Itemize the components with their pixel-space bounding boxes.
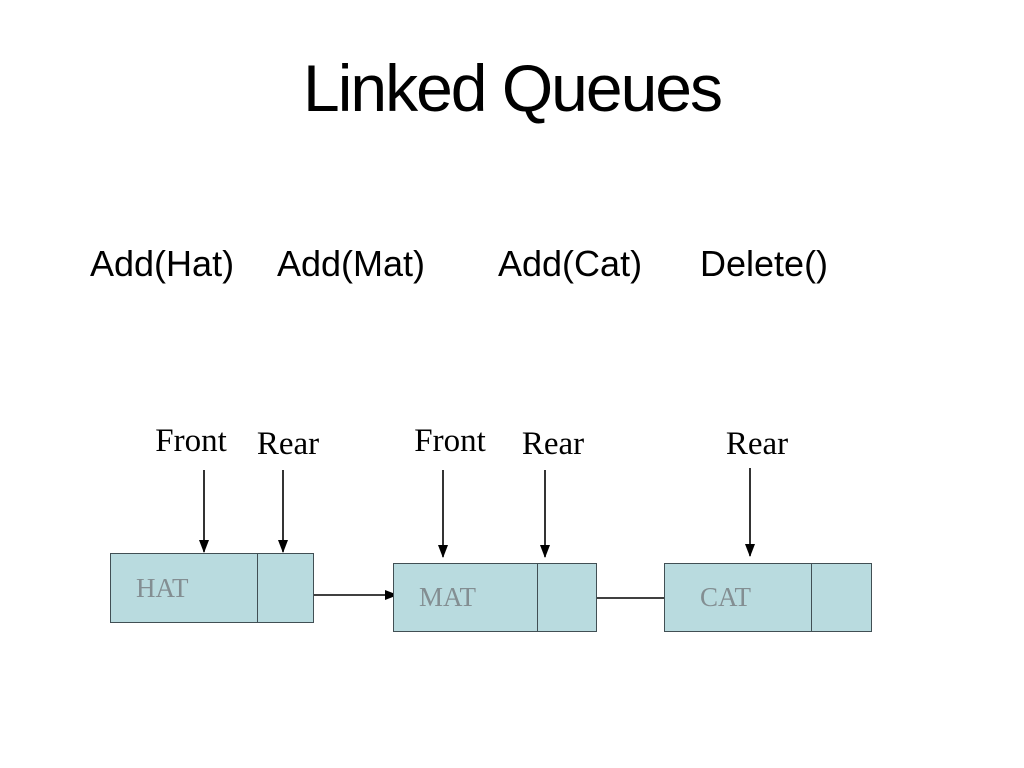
node-cat-pointer-cell bbox=[811, 564, 871, 631]
operation-add-mat: Add(Mat) bbox=[277, 243, 426, 284]
node-mat: MAT bbox=[393, 563, 597, 632]
node-mat-data-cell: MAT bbox=[394, 564, 537, 631]
node-cat-data-cell: CAT bbox=[665, 564, 811, 631]
node-hat-pointer-cell bbox=[257, 554, 313, 622]
rear-label-queue1: Rear bbox=[256, 426, 320, 462]
front-label-queue1: Front bbox=[155, 423, 227, 459]
front-label-queue2: Front bbox=[414, 423, 486, 459]
rear-label-queue3: Rear bbox=[725, 426, 789, 462]
node-cat: CAT bbox=[664, 563, 872, 632]
node-mat-value: MAT bbox=[419, 582, 477, 612]
operation-add-hat: Add(Hat) bbox=[90, 243, 235, 284]
node-cat-value: CAT bbox=[700, 582, 752, 612]
node-mat-pointer-cell bbox=[537, 564, 596, 631]
node-hat-value: HAT bbox=[136, 572, 189, 603]
node-hat: HAT bbox=[110, 553, 314, 623]
rear-label-queue2: Rear bbox=[521, 426, 585, 462]
operation-add-cat: Add(Cat) bbox=[498, 243, 643, 284]
node-hat-data-cell: HAT bbox=[111, 554, 257, 622]
slide-title: Linked Queues bbox=[303, 51, 723, 125]
operation-delete: Delete() bbox=[700, 243, 829, 284]
